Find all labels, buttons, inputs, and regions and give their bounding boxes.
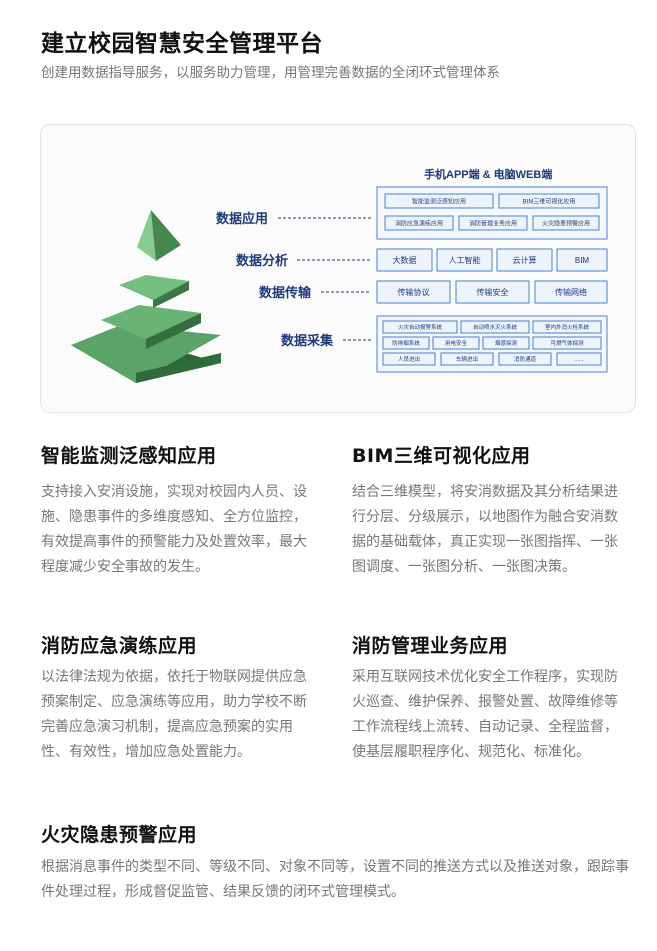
collection-item: 烟感探测 xyxy=(495,339,518,347)
transmission-item: 传输网络 xyxy=(555,287,587,297)
section-body-warning: 根据消息事件的类型不同、等级不同、对象不同等，设置不同的推送方式以及推送对象，跟… xyxy=(41,859,629,900)
collection-item: 用电安全 xyxy=(445,339,468,347)
analysis-item: 大数据 xyxy=(393,255,417,265)
section-title-bim: BIM三维可视化应用 xyxy=(352,445,531,467)
section-title-drill: 消防应急演练应用 xyxy=(41,635,198,657)
collection-item: 自动喷水灭火系统 xyxy=(473,323,518,331)
architecture-diagram: 数据应用 数据分析 数据传输 数据采集 手机APP端 & 电脑WEB端 智能监测… xyxy=(40,124,636,413)
collection-item: 火灾自动报警系统 xyxy=(398,323,443,331)
page-subtitle: 创建用数据指导服务，以服务助力管理，用管理完善数据的全闭环式管理体系 xyxy=(41,65,500,81)
layer-label-application: 数据应用 xyxy=(216,211,268,226)
pyramid-graphic xyxy=(71,210,221,383)
layer-label-collection: 数据采集 xyxy=(281,333,334,348)
section-title-warning: 火灾隐患预警应用 xyxy=(41,824,198,846)
page-title: 建立校园智慧安全管理平台 xyxy=(41,31,323,57)
app-item: 智能监测泛感知应用 xyxy=(412,198,466,206)
terminal-label: 手机APP端 & 电脑WEB端 xyxy=(424,167,552,181)
transmission-item: 传输协议 xyxy=(398,287,430,297)
section-body-monitoring: 支持接入安消设施，实现对校园内人员、设施、隐患事件的多维度感知、全方位监控，有效… xyxy=(41,484,307,575)
layer-label-transmission: 数据传输 xyxy=(259,285,312,300)
collection-item: 室内外消火栓系统 xyxy=(545,323,590,331)
section-title-monitoring: 智能监测泛感知应用 xyxy=(41,445,217,467)
section-body-bim: 结合三维模型，将安消数据及其分析结果进行分层、分级展示，以地图作为融合安消数据的… xyxy=(352,484,618,575)
collection-item: 人员进出 xyxy=(398,355,420,363)
collection-item: 消防通道 xyxy=(514,355,537,363)
transmission-item: 传输安全 xyxy=(477,287,509,297)
analysis-item: BIM xyxy=(575,256,590,265)
section-body-management: 采用互联网技术优化安全工作程序，实现防火巡查、维护保养、报警处置、故障维修等工作… xyxy=(352,669,618,760)
app-item: 火灾隐患预警应用 xyxy=(542,220,590,228)
collection-item: 防排烟系统 xyxy=(392,339,420,347)
collection-item: ...... xyxy=(574,357,584,363)
analysis-item: 人工智能 xyxy=(449,255,481,265)
collection-item: 车辆进出 xyxy=(456,355,478,363)
layer-label-analysis: 数据分析 xyxy=(236,253,288,268)
app-item: 消防管理业务应用 xyxy=(469,220,517,228)
section-body-drill: 以法律法规为依据，依托于物联网提供应急预案制定、应急演练等应用，助力学校不断完善… xyxy=(41,669,307,760)
collection-item: 可燃气体探测 xyxy=(550,339,584,347)
section-title-management: 消防管理业务应用 xyxy=(352,635,509,657)
app-item: 消防应急演练应用 xyxy=(395,220,443,228)
app-item: BIM三维可视化应用 xyxy=(523,198,576,206)
analysis-item: 云计算 xyxy=(513,255,537,265)
